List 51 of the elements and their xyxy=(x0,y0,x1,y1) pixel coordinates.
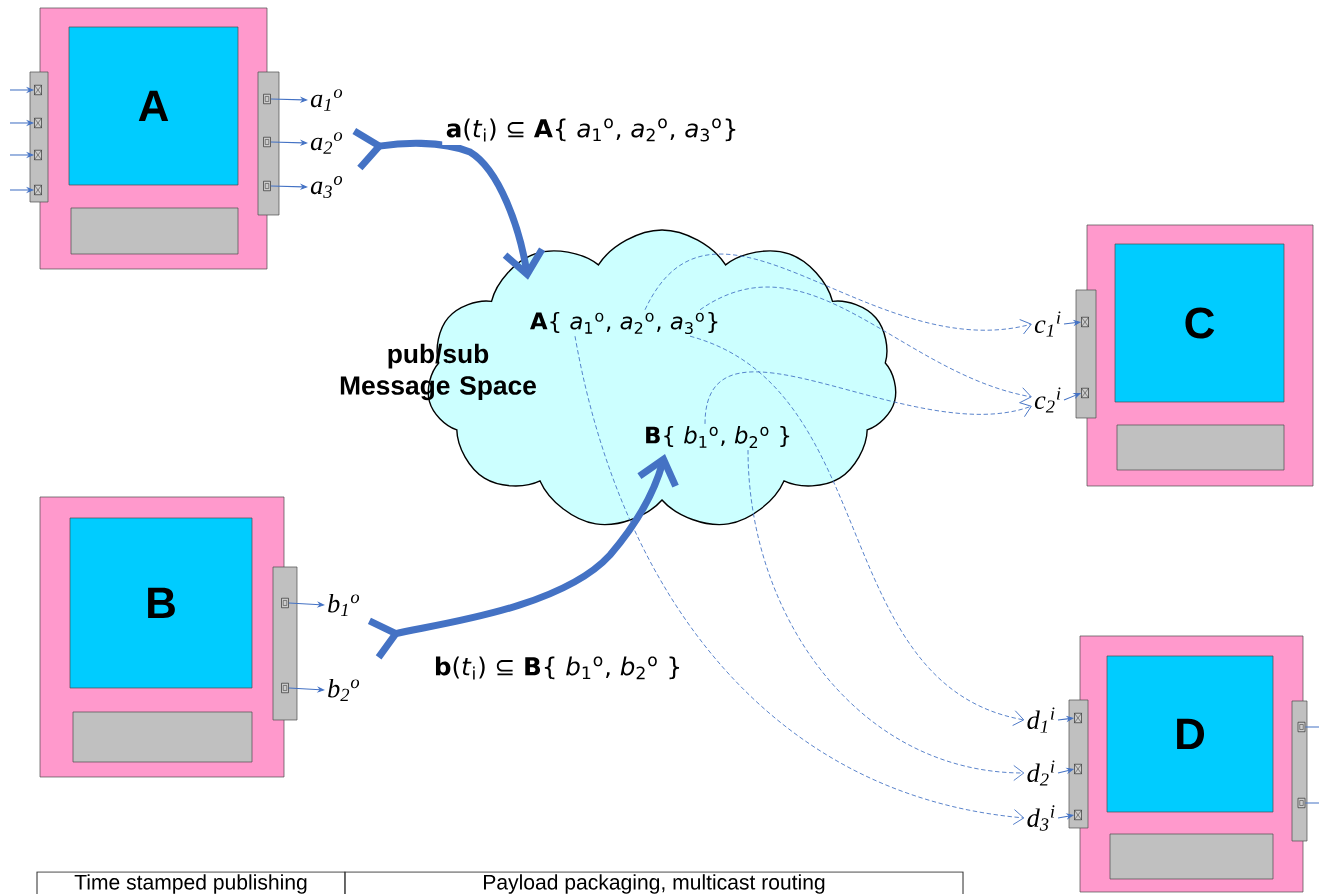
port-square xyxy=(1080,316,1090,328)
arrow xyxy=(704,371,1032,425)
device-label: D xyxy=(1177,718,1204,750)
arrow xyxy=(352,127,546,280)
device-box xyxy=(39,7,268,270)
arrow xyxy=(689,335,1025,726)
edge-label: a(t$_{i}$) ⊆ A{ a$_{1}$$^{o}$, a$_{2}$$^{o}$, a$_{3}$$^{o}$} xyxy=(442,114,742,146)
device-label: C xyxy=(1185,307,1215,339)
table-cell: Payload packaging, multicast routing xyxy=(344,871,964,894)
port-square xyxy=(1297,721,1306,733)
message-cloud xyxy=(340,229,897,526)
device-box xyxy=(1086,224,1314,487)
port-square xyxy=(281,597,289,609)
port-label: a$_{1}$o xyxy=(310,89,343,111)
message-set: B{ b$_{1}$$^{o}$, b$_{2}$$^{o}$ } xyxy=(646,426,790,448)
port-square xyxy=(1297,797,1306,809)
edge-label: b(t$_{i}$) ⊆ B{ b$_{1}$$^{o}$, b$_{2}$$^{o}$ } xyxy=(430,652,686,684)
table-cell: Time stamped publishing xyxy=(36,871,346,894)
port-square xyxy=(1073,809,1083,821)
arrow xyxy=(288,601,325,608)
port-square xyxy=(33,149,43,161)
device-label: A xyxy=(138,90,169,122)
port-label: d$_{3}$i xyxy=(1027,805,1055,831)
port-label: c$_{2}$i xyxy=(1034,387,1061,413)
port-square xyxy=(33,117,43,129)
port-square xyxy=(33,84,43,96)
arrow xyxy=(367,454,679,660)
port-label: c$_{1}$i xyxy=(1034,311,1061,337)
device-label: B xyxy=(148,587,175,619)
arrow xyxy=(699,287,1032,403)
arrow xyxy=(288,686,325,693)
arrow xyxy=(644,253,1032,335)
device-box xyxy=(39,496,285,778)
port-square xyxy=(263,180,271,192)
port-square xyxy=(1073,763,1083,775)
arrow xyxy=(574,335,1025,825)
port-square xyxy=(1080,387,1090,399)
port-square xyxy=(263,136,271,148)
port-label: b$_{2}$o xyxy=(328,678,360,702)
message-set: A{ a$_{1}$$^{o}$, a$_{2}$$^{o}$, a$_{3}$$^{o}$} xyxy=(530,311,718,335)
port-label: d$_{1}$i xyxy=(1027,707,1055,733)
port-label: d$_{2}$i xyxy=(1027,760,1055,786)
port-label: a$_{3}$o xyxy=(310,176,343,198)
arrow xyxy=(747,449,1025,781)
port-square xyxy=(1073,712,1083,724)
port-label: a$_{2}$o xyxy=(310,132,343,154)
port-square xyxy=(263,93,271,105)
port-label: b$_{1}$o xyxy=(328,593,360,617)
port-square xyxy=(281,682,289,694)
port-square xyxy=(33,184,43,196)
device-box xyxy=(1079,635,1304,893)
